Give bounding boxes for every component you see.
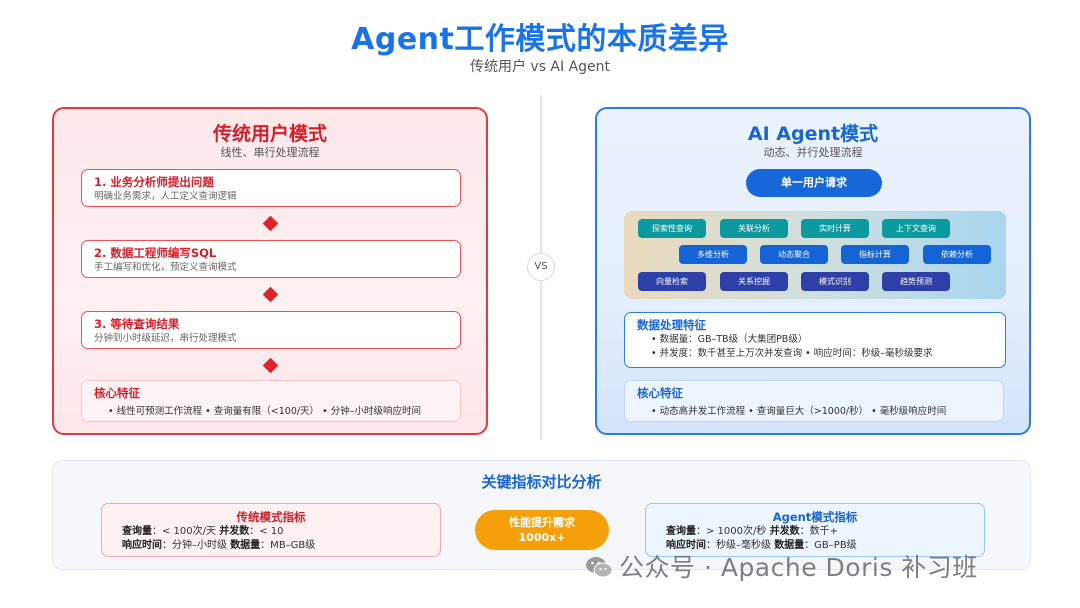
metric-key: 数据量 (230, 540, 261, 551)
step-desc: 手工编写和优化，预定义查询模式 (94, 262, 237, 273)
capability-chip: 模式识别 (801, 272, 869, 291)
core-features-text: • 线性可预测工作流程 • 查询量有限（<100/天） • 分钟–小时级响应时间 (108, 406, 421, 417)
metrics-comparison-title: 关键指标对比分析 (481, 473, 602, 491)
metric-key: 并发数 (769, 526, 800, 537)
ai-agent-mode-panel: AI Agent模式 动态、并行处理流程 单一用户请求 探索性查询 关联分析 实… (595, 107, 1031, 435)
data-processing-line: • 数据量：GB–TB级（大集团PB级） (651, 334, 808, 345)
metrics-card-title: Agent模式指标 (772, 510, 858, 524)
metric-key: 数据量 (774, 540, 805, 551)
capability-chip: 指标计算 (841, 245, 909, 264)
performance-boost-badge: 性能提升需求 1000x+ (475, 510, 609, 550)
data-processing-card: 数据处理特征 • 数据量：GB–TB级（大集团PB级） • 并发度：数千甚至上万… (624, 312, 1006, 368)
capability-chip: 动态聚合 (760, 245, 828, 264)
step-desc: 明确业务需求，人工定义查询逻辑 (94, 191, 237, 202)
metric-key: 响应时间 (122, 540, 162, 551)
metric-value: ：< 100次/天 (152, 526, 217, 537)
metrics-card-title: 传统模式指标 (236, 510, 306, 524)
metrics-line: 响应时间：秒级–毫秒级 数据量：GB–PB级 (666, 539, 964, 553)
diamond-connector-icon (262, 286, 279, 303)
step-1-card: 1. 业务分析师提出问题 明确业务需求，人工定义查询逻辑 (81, 169, 461, 207)
capability-chip: 关联分析 (720, 219, 788, 238)
metric-value: ：< 10 (249, 526, 284, 537)
capability-chip: 关系挖掘 (720, 272, 788, 291)
ai-agent-mode-title: AI Agent模式 (747, 123, 879, 145)
page-subtitle: 传统用户 vs AI Agent (469, 59, 611, 75)
step-title: 2. 数据工程师编写SQL (94, 246, 217, 260)
capability-chip: 上下文查询 (882, 219, 950, 238)
metric-value: ：分钟–小时级 (162, 540, 227, 551)
metric-value: ：数千+ (799, 526, 838, 537)
diamond-connector-icon (262, 357, 279, 374)
metrics-line: 查询量：> 1000次/秒 并发数：数千+ (666, 525, 964, 539)
capability-chip: 探索性查询 (638, 219, 706, 238)
vs-badge: VS (527, 253, 555, 281)
boost-label: 性能提升需求 (509, 516, 575, 529)
core-features-title: 核心特征 (637, 386, 683, 400)
step-title: 1. 业务分析师提出问题 (94, 175, 214, 189)
wechat-icon (586, 557, 613, 578)
capability-chip: 多维分析 (679, 245, 747, 264)
watermark-text: 公众号 · Apache Doris 补习班 (619, 553, 978, 582)
metrics-line: 查询量：< 100次/天 并发数：< 10 (122, 525, 420, 539)
data-processing-line: • 并发度：数千甚至上万次并发查询 • 响应时间：秒级–毫秒级要求 (651, 348, 933, 359)
step-title: 3. 等待查询结果 (94, 317, 180, 331)
metric-key: 查询量 (122, 526, 152, 537)
traditional-mode-title: 传统用户模式 (212, 123, 327, 145)
traditional-core-features: 核心特征 • 线性可预测工作流程 • 查询量有限（<100/天） • 分钟–小时… (81, 380, 461, 422)
traditional-metrics-card: 传统模式指标 查询量：< 100次/天 并发数：< 10 响应时间：分钟–小时级… (101, 503, 441, 557)
diamond-connector-icon (262, 215, 279, 232)
metric-value: ：MB–GB级 (260, 540, 316, 551)
traditional-mode-panel: 传统用户模式 线性、串行处理流程 1. 业务分析师提出问题 明确业务需求，人工定… (52, 107, 488, 435)
boost-value: 1000x+ (518, 531, 566, 544)
ai-agent-mode-subtitle: 动态、并行处理流程 (763, 146, 863, 159)
step-2-card: 2. 数据工程师编写SQL 手工编写和优化，预定义查询模式 (81, 240, 461, 278)
capability-chip: 趋势预测 (882, 272, 950, 291)
step-desc: 分钟到小时级延迟，串行处理模式 (94, 333, 237, 344)
traditional-mode-subtitle: 线性、串行处理流程 (220, 146, 320, 159)
agent-metrics-card: Agent模式指标 查询量：> 1000次/秒 并发数：数千+ 响应时间：秒级–… (645, 503, 985, 557)
page-title: Agent工作模式的本质差异 (351, 22, 729, 57)
watermark: 公众号 · Apache Doris 补习班 (585, 548, 978, 584)
metrics-line: 响应时间：分钟–小时级 数据量：MB–GB级 (122, 539, 420, 553)
capability-chip: 实时计算 (801, 219, 869, 238)
metrics-comparison-section: 关键指标对比分析 传统模式指标 查询量：< 100次/天 并发数：< 10 响应… (52, 460, 1031, 570)
metric-value: ：GB–PB级 (804, 540, 857, 551)
capability-chip: 依赖分析 (923, 245, 991, 264)
metric-key: 响应时间 (666, 540, 706, 551)
step-3-card: 3. 等待查询结果 分钟到小时级延迟，串行处理模式 (81, 311, 461, 349)
core-features-title: 核心特征 (94, 386, 140, 400)
metric-key: 并发数 (219, 526, 250, 537)
metric-key: 查询量 (666, 526, 696, 537)
capabilities-box: 探索性查询 关联分析 实时计算 上下文查询 多维分析 动态聚合 指标计算 依赖分… (624, 211, 1006, 299)
agent-core-features: 核心特征 • 动态高并发工作流程 • 查询量巨大（>1000/秒） • 毫秒级响… (624, 380, 1004, 422)
capability-chip: 向量检索 (638, 272, 706, 291)
metric-value: ：秒级–毫秒级 (706, 540, 771, 551)
data-processing-title: 数据处理特征 (637, 318, 706, 332)
metric-value: ：> 1000次/秒 (696, 526, 767, 537)
core-features-text: • 动态高并发工作流程 • 查询量巨大（>1000/秒） • 毫秒级响应时间 (651, 406, 947, 417)
user-request-pill: 单一用户请求 (746, 169, 882, 197)
